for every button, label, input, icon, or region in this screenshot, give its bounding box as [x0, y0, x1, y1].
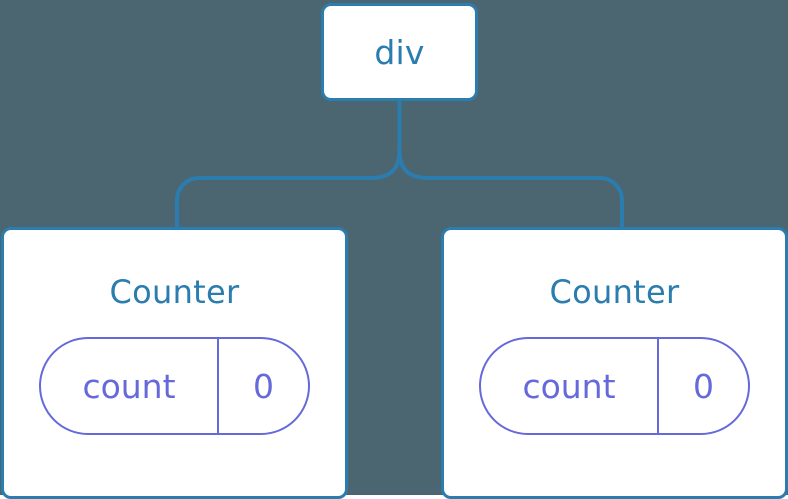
state-key-right: count [481, 339, 659, 433]
connector-branch-right [397, 149, 624, 229]
state-key-left: count [41, 339, 219, 433]
connector-branch-left [175, 149, 402, 229]
node-counter-right[interactable]: Counter count 0 [441, 227, 788, 499]
state-pill-left[interactable]: count 0 [39, 337, 310, 435]
state-value-right: 0 [693, 366, 714, 406]
node-div[interactable]: div [321, 3, 478, 101]
node-div-label: div [374, 32, 425, 72]
node-counter-right-label: Counter [549, 273, 680, 311]
node-counter-left-label: Counter [109, 273, 240, 311]
node-counter-left[interactable]: Counter count 0 [1, 227, 348, 499]
state-pill-right[interactable]: count 0 [479, 337, 750, 435]
state-value-left: 0 [253, 366, 274, 406]
